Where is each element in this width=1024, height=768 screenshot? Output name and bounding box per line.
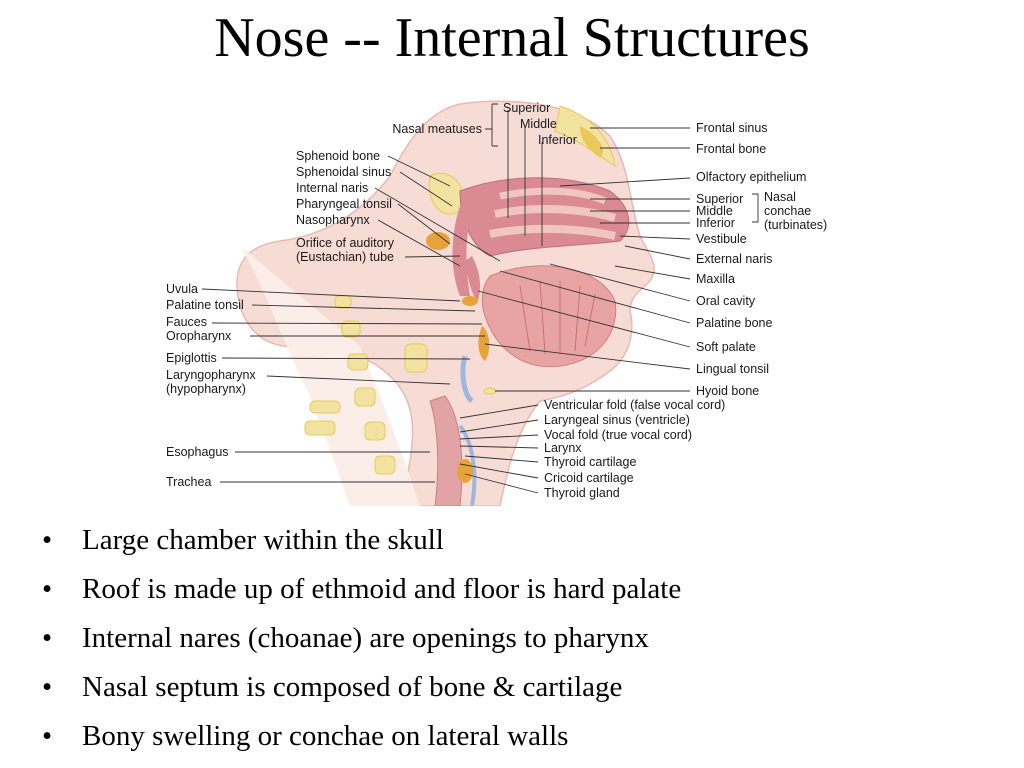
label-vestibule: Vestibule <box>696 232 747 246</box>
label-hyoid-bone: Hyoid bone <box>696 384 760 398</box>
label-superior-meatus: Superior <box>503 101 551 115</box>
bullet-item: • Roof is made up of ethmoid and floor is… <box>42 569 982 618</box>
bullet-symbol: • <box>42 524 53 556</box>
bullet-item: • Internal nares (choanae) are openings t… <box>42 618 982 667</box>
label-thyroid-gland: Thyroid gland <box>544 486 620 500</box>
label-frontal-sinus: Frontal sinus <box>696 121 768 135</box>
pharyngeal-tonsil-shape <box>426 232 450 250</box>
bullet-text: Large chamber within the skull <box>82 524 444 556</box>
label-internal-naris: Internal naris <box>296 181 369 195</box>
label-laryngopharynx-line2: (hypopharynx) <box>166 382 246 396</box>
bullet-symbol: • <box>42 573 53 605</box>
label-laryngopharynx-line1: Laryngopharynx <box>166 368 256 382</box>
label-palatine-tonsil: Palatine tonsil <box>166 298 244 312</box>
label-vocal-fold: Vocal fold (true vocal cord) <box>544 428 692 442</box>
label-orifice-line1: Orifice of auditory <box>296 236 394 250</box>
larynx-trachea <box>429 395 463 506</box>
leader-lines <box>201 103 759 494</box>
bullet-item: • Large chamber within the skull <box>42 520 982 569</box>
label-cricoid-cartilage: Cricoid cartilage <box>544 471 634 485</box>
tongue-fibers <box>519 280 596 355</box>
bullet-text: Nasal septum is composed of bone & carti… <box>82 671 623 703</box>
soft-palate-shape <box>465 256 480 301</box>
nasopharynx-wall <box>452 206 472 296</box>
label-middle-concha: Middle <box>696 204 733 218</box>
hyoid-shape <box>483 387 497 395</box>
label-external-naris: External naris <box>696 252 773 266</box>
neck-region <box>240 246 420 506</box>
label-inferior-meatus: Inferior <box>538 133 577 147</box>
epiglottis-shape <box>460 355 474 404</box>
bullet-list: • Large chamber within the skull • Roof is… <box>42 520 982 765</box>
label-oral-cavity: Oral cavity <box>696 294 756 308</box>
label-oropharynx: Oropharynx <box>166 329 232 343</box>
label-nasopharynx: Nasopharynx <box>296 213 370 227</box>
nasal-anatomy-diagram: Nasal meatuses Sphenoid bone Sphenoidal … <box>160 96 850 506</box>
thyroid-cartilage-shape <box>458 424 477 506</box>
bullet-item: • Bony swelling or conchae on lateral wal… <box>42 716 982 765</box>
label-pharyngeal-tonsil: Pharyngeal tonsil <box>296 197 392 211</box>
label-uvula: Uvula <box>166 282 198 296</box>
label-soft-palate: Soft palate <box>696 340 756 354</box>
label-ventricular-fold: Ventricular fold (false vocal cord) <box>544 398 726 412</box>
label-nasal: Nasal <box>764 190 796 204</box>
bullet-symbol: • <box>42 720 53 752</box>
label-fauces: Fauces <box>166 315 207 329</box>
superior-concha <box>499 187 607 205</box>
label-laryngeal-sinus: Laryngeal sinus (ventricle) <box>544 413 690 427</box>
slide-title: Nose -- Internal Structures <box>214 7 810 69</box>
label-esophagus: Esophagus <box>166 445 229 459</box>
middle-concha <box>494 205 617 222</box>
anatomy-illustration <box>201 100 759 506</box>
label-nasal-meatuses: Nasal meatuses <box>392 122 482 136</box>
label-lingual-tonsil: Lingual tonsil <box>696 362 769 376</box>
label-frontal-bone: Frontal bone <box>696 142 767 156</box>
label-inferior-concha: Inferior <box>696 216 735 230</box>
label-epiglottis: Epiglottis <box>166 351 217 365</box>
label-sphenoid-bone: Sphenoid bone <box>296 149 381 163</box>
bullet-symbol: • <box>42 622 53 654</box>
inferior-concha <box>489 224 616 240</box>
bullet-text: Roof is made up of ethmoid and floor is … <box>82 573 682 605</box>
label-turbinates: (turbinates) <box>764 218 828 232</box>
label-olfactory-epithelium: Olfactory epithelium <box>696 170 807 184</box>
label-conchae: conchae <box>764 204 812 218</box>
label-superior-concha: Superior <box>696 192 744 206</box>
label-maxilla: Maxilla <box>696 272 735 286</box>
bullet-text: Bony swelling or conchae on lateral wall… <box>82 720 569 752</box>
label-trachea: Trachea <box>166 475 212 489</box>
thyroid-gland-shape <box>457 459 473 483</box>
label-larynx: Larynx <box>544 441 582 455</box>
palatine-tonsil-shape <box>478 326 490 361</box>
label-palatine-bone: Palatine bone <box>696 316 773 330</box>
bullet-item: • Nasal septum is composed of bone & cart… <box>42 667 982 716</box>
label-orifice-line2: (Eustachian) tube <box>296 250 394 264</box>
label-middle-meatus: Middle <box>520 117 557 131</box>
label-thyroid-cartilage: Thyroid cartilage <box>544 455 637 469</box>
vertebrae <box>304 295 428 475</box>
bullet-symbol: • <box>42 671 53 703</box>
frontal-sinus <box>580 126 604 158</box>
bullet-text: Internal nares (choanae) are openings to… <box>82 622 649 654</box>
uvula-shape <box>462 296 478 306</box>
label-sphenoidal-sinus: Sphenoidal sinus <box>296 165 392 179</box>
